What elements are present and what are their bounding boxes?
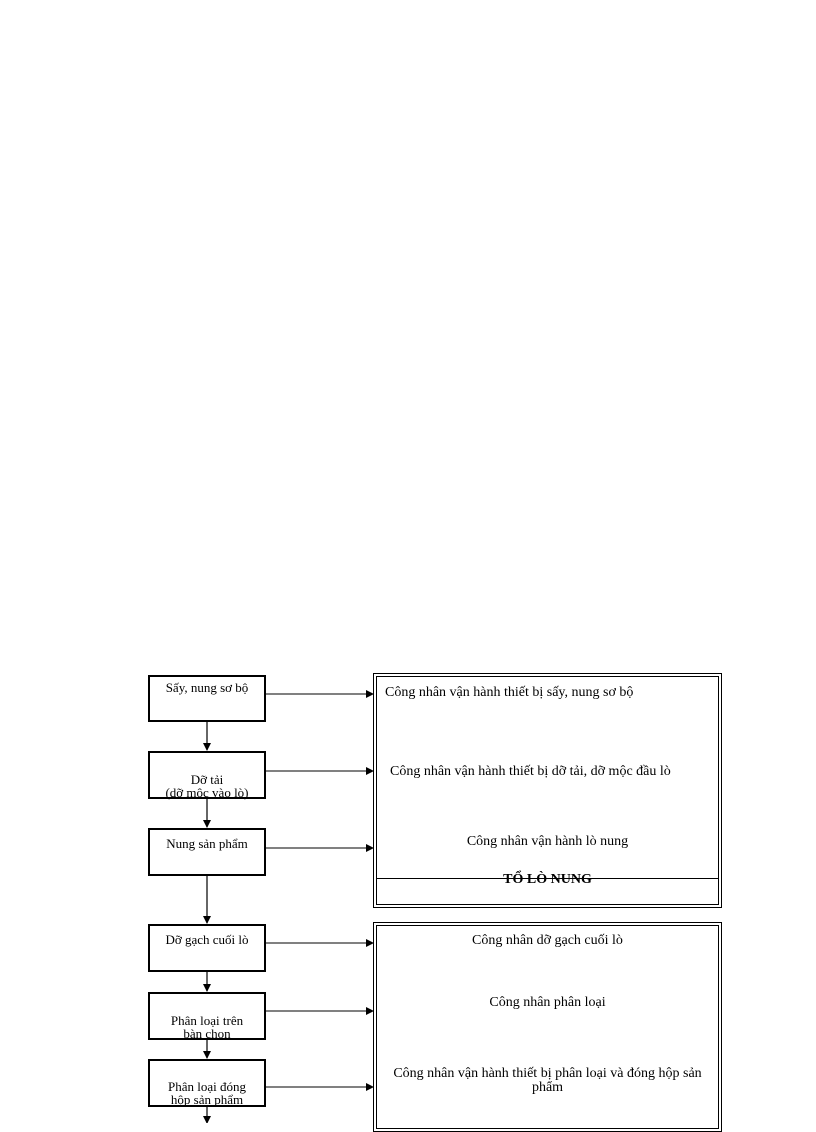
group2-description-2: Công nhân phân loại bbox=[489, 995, 606, 1010]
step-label: Sấy, nung sơ bộ bbox=[165, 680, 249, 695]
group2-description-3: Công nhân vận hành thiết bị phân loại và… bbox=[393, 1066, 702, 1095]
group-to-lo-nung: Công nhân vận hành thiết bị sấy, nung sơ… bbox=[373, 673, 722, 908]
step-label: Phân loại trên bàn chọn bbox=[170, 1013, 244, 1041]
group1-description-1: Công nhân vận hành thiết bị sấy, nung sơ… bbox=[385, 685, 634, 700]
group1-divider bbox=[377, 878, 718, 879]
step-nung-san-pham: Nung sản phẩm bbox=[148, 828, 266, 876]
step-label: Nung sản phẩm bbox=[166, 836, 248, 851]
group-do-gach-phan-loai: Công nhân dỡ gạch cuối lò Công nhân phân… bbox=[373, 922, 722, 1132]
step-say-nung-so-bo: Sấy, nung sơ bộ bbox=[148, 675, 266, 722]
step-label: Dỡ gạch cuối lò bbox=[165, 932, 249, 947]
step-label: Phân loại đóng hộp sản phẩm bbox=[168, 1079, 246, 1107]
step-do-gach-cuoi-lo: Dỡ gạch cuối lò bbox=[148, 924, 266, 972]
step-phan-loai-dong-hop: Phân loại đóng hộp sản phẩm bbox=[148, 1059, 266, 1107]
step-do-tai: Dỡ tải (dỡ mộc vào lò) bbox=[148, 751, 266, 799]
group1-description-2: Công nhân vận hành thiết bị dỡ tải, dỡ m… bbox=[390, 764, 671, 779]
group1-description-3: Công nhân vận hành lò nung bbox=[466, 834, 629, 849]
group2-description-1: Công nhân dỡ gạch cuối lò bbox=[472, 933, 623, 948]
step-label: Dỡ tải (dỡ mộc vào lò) bbox=[165, 772, 249, 800]
step-phan-loai-ban-chon: Phân loại trên bàn chọn bbox=[148, 992, 266, 1040]
group1-title: TỔ LÒ NUNG bbox=[503, 872, 592, 887]
